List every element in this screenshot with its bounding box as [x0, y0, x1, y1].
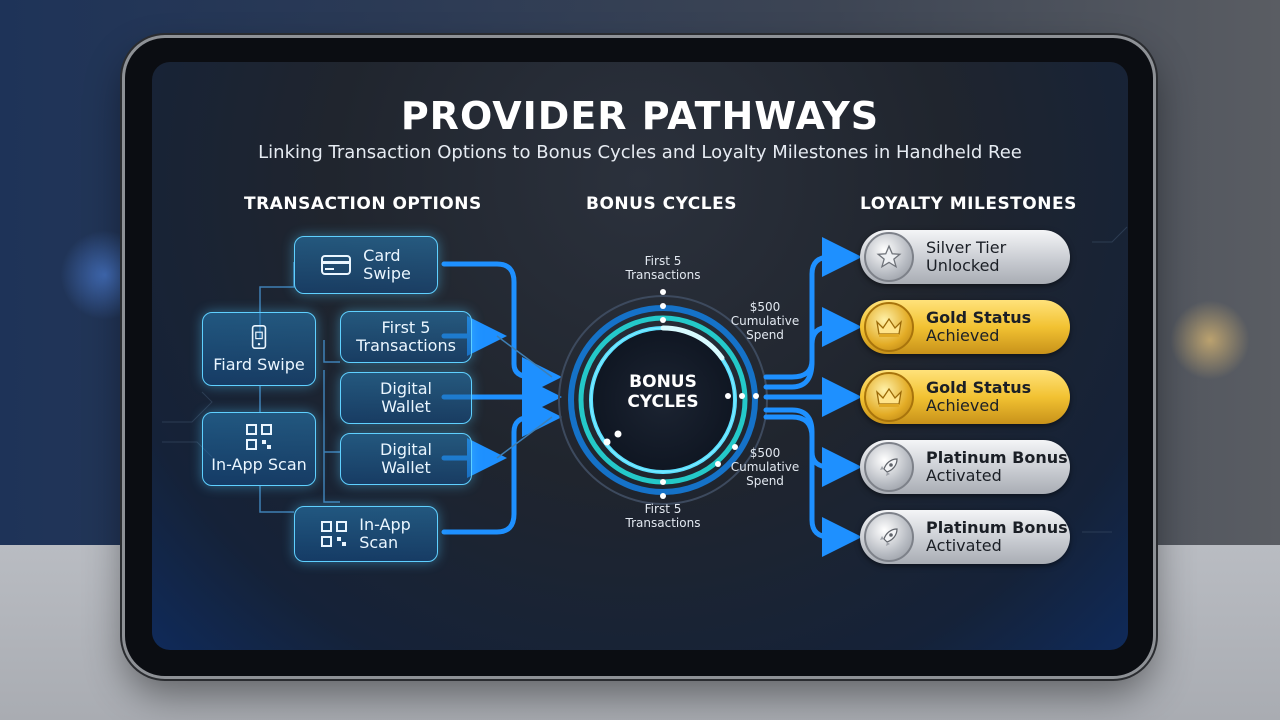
bonus-note-rt-line2: Cumulative	[730, 314, 800, 328]
milestone-gold-status-2[interactable]: Gold Status Achieved	[860, 370, 1070, 424]
first-5-transactions-button[interactable]: First 5 Transactions	[340, 311, 472, 363]
credit-card-icon	[321, 255, 352, 275]
in-app-scan-line2: Scan	[359, 533, 399, 552]
bonus-note-rt-line3: Spend	[746, 328, 784, 342]
milestone-4-line2: Activated	[926, 466, 1002, 485]
digital-wallet-2-line1: Digital	[380, 440, 432, 459]
bonus-note-rb-line2: Cumulative	[730, 460, 800, 474]
in-app-scan-left-label: In-App Scan	[211, 455, 307, 474]
bonus-note-rt-line1: $500	[749, 300, 781, 314]
milestone-platinum-bonus-2[interactable]: Platinum Bonus Activated	[860, 510, 1070, 564]
bonus-note-top-line1: First 5	[644, 254, 682, 268]
milestone-1-line1: Silver Tier	[926, 238, 1007, 257]
milestone-5-line1: Platinum Bonus	[926, 518, 1068, 537]
card-swipe-line2: Swipe	[363, 264, 411, 283]
qr-code-icon	[246, 424, 272, 450]
in-app-scan-left-button[interactable]: In-App Scan	[202, 412, 316, 486]
card-swipe-line1: Card	[363, 246, 401, 265]
card-swipe-button[interactable]: Card Swipe	[294, 236, 438, 294]
bonus-note-right-top: $500 Cumulative Spend	[722, 300, 808, 342]
rocket-icon	[864, 442, 914, 492]
bonus-note-top: First 5 Transactions	[613, 254, 713, 282]
bonus-note-rb-line1: $500	[749, 446, 781, 460]
milestone-1-line2: Unlocked	[926, 256, 1000, 275]
crown-icon	[864, 302, 914, 352]
bonus-note-bottom-line2: Transactions	[625, 516, 701, 530]
phone-icon	[251, 325, 267, 349]
milestone-platinum-bonus-1[interactable]: Platinum Bonus Activated	[860, 440, 1070, 494]
digital-wallet-button-1[interactable]: Digital Wallet	[340, 372, 472, 424]
column-header-transactions: TRANSACTION OPTIONS	[244, 194, 482, 214]
milestone-silver-tier[interactable]: Silver Tier Unlocked	[860, 230, 1070, 284]
thin-merges	[496, 335, 553, 459]
milestone-3-line2: Achieved	[926, 396, 1000, 415]
milestone-4-line1: Platinum Bonus	[926, 448, 1068, 467]
digital-wallet-2-line2: Wallet	[381, 458, 431, 477]
page-subtitle: Linking Transaction Options to Bonus Cyc…	[258, 142, 1022, 163]
fiard-swipe-label: Fiard Swipe	[213, 355, 305, 374]
bonus-center-line2: CYCLES	[627, 392, 699, 412]
rocket-icon	[864, 512, 914, 562]
bonus-note-bottom: First 5 Transactions	[613, 502, 713, 530]
fiard-swipe-button[interactable]: Fiard Swipe	[202, 312, 316, 386]
bonus-note-rb-line3: Spend	[746, 474, 784, 488]
milestone-2-line2: Achieved	[926, 326, 1000, 345]
bonus-note-right-bottom: $500 Cumulative Spend	[722, 446, 808, 488]
crown-icon	[864, 372, 914, 422]
first5-line2: Transactions	[356, 336, 456, 355]
milestone-arrows	[763, 237, 862, 557]
column-header-bonus: BONUS CYCLES	[586, 194, 737, 214]
first5-line1: First 5	[381, 318, 431, 337]
bonus-note-bottom-line1: First 5	[644, 502, 682, 516]
tablet-screen: PROVIDER PATHWAYS Linking Transaction Op…	[152, 62, 1128, 650]
background-light-warm	[1170, 300, 1250, 380]
milestone-3-line1: Gold Status	[926, 378, 1032, 397]
bonus-cycles-center-label: BONUS CYCLES	[603, 372, 723, 412]
bonus-ring	[558, 289, 768, 505]
digital-wallet-1-line2: Wallet	[381, 397, 431, 416]
bonus-note-top-line2: Transactions	[625, 268, 701, 282]
milestone-5-line2: Activated	[926, 536, 1002, 555]
bonus-center-line1: BONUS	[629, 372, 697, 392]
column-header-loyalty: LOYALTY MILESTONES	[860, 194, 1077, 214]
digital-wallet-button-2[interactable]: Digital Wallet	[340, 433, 472, 485]
qr-code-icon	[321, 521, 348, 547]
in-app-scan-button[interactable]: In-App Scan	[294, 506, 438, 562]
in-app-scan-line1: In-App	[359, 515, 411, 534]
page-title: PROVIDER PATHWAYS	[400, 94, 880, 138]
star-icon	[864, 232, 914, 282]
digital-wallet-1-line1: Digital	[380, 379, 432, 398]
milestone-2-line1: Gold Status	[926, 308, 1032, 327]
milestone-gold-status-1[interactable]: Gold Status Achieved	[860, 300, 1070, 354]
